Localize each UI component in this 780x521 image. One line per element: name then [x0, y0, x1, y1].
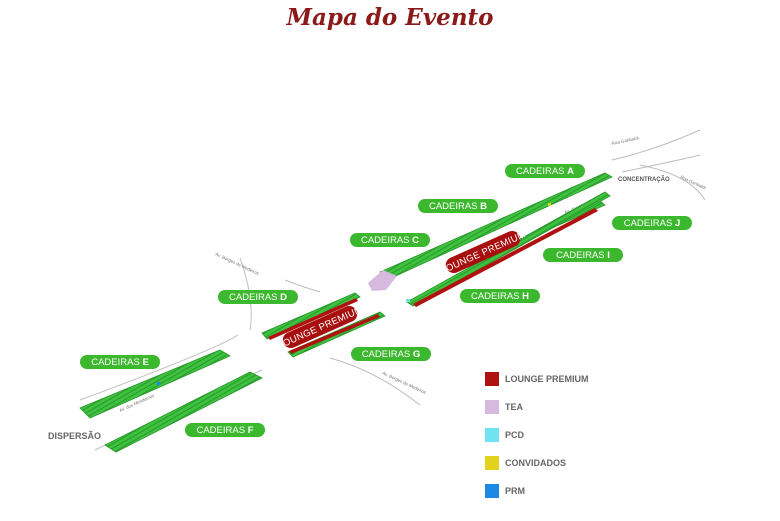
stand-d: [261, 292, 361, 340]
legend-item-convidados: CONVIDADOS: [485, 456, 566, 470]
pill-cadeiras-b: CADEIRAS B: [418, 199, 498, 213]
pill-cadeiras-e: CADEIRAS E: [80, 355, 160, 369]
legend-label: TEA: [505, 402, 523, 412]
svg-text:CADEIRAS D: CADEIRAS D: [229, 292, 287, 303]
pill-cadeiras-c: CADEIRAS C: [350, 233, 430, 247]
street-label-borges-1: Av. Borges de Medeiros: [215, 251, 261, 276]
page-title: Mapa do Evento: [286, 4, 494, 31]
legend-item-lounge-premium: LOUNGE PREMIUM: [485, 372, 589, 386]
stand-f: [104, 371, 263, 453]
lounge-strip-right: [413, 208, 598, 307]
pcd-marker-1: [406, 299, 410, 302]
legend-label: PRM: [505, 486, 525, 496]
legend-item-tea: TEA: [485, 400, 523, 414]
svg-text:CADEIRAS F: CADEIRAS F: [196, 425, 253, 436]
svg-text:CADEIRAS G: CADEIRAS G: [362, 349, 421, 360]
svg-text:CADEIRAS C: CADEIRAS C: [361, 235, 419, 246]
pill-cadeiras-f: CADEIRAS F: [185, 423, 265, 437]
svg-text:CADEIRAS A: CADEIRAS A: [516, 166, 574, 177]
legend-swatch-prm: [485, 484, 499, 498]
svg-text:CADEIRAS E: CADEIRAS E: [91, 357, 149, 368]
zone-dispersao: DISPERSÃO: [48, 431, 101, 441]
legend-item-pcd: PCD: [485, 428, 524, 442]
street-label-garibaldi-1: Rua Garibaldi: [611, 135, 639, 146]
svg-text:CADEIRAS H: CADEIRAS H: [471, 291, 529, 302]
street-label-garibaldi-2: Rua Garibaldi: [680, 174, 707, 190]
convidados-marker-1: [548, 203, 551, 206]
svg-text:CADEIRAS J: CADEIRAS J: [624, 218, 681, 229]
lounge-strips: [268, 208, 598, 354]
legend-swatch-pcd: [485, 428, 499, 442]
pill-cadeiras-d: CADEIRAS D: [218, 290, 298, 304]
legend-label: PCD: [505, 430, 525, 440]
legend-swatch-tea: [485, 400, 499, 414]
lounge-strip-g: [289, 314, 380, 354]
pill-cadeiras-j: CADEIRAS J: [612, 216, 692, 230]
svg-text:CADEIRAS I: CADEIRAS I: [556, 250, 610, 261]
pill-cadeiras-i: CADEIRAS I: [543, 248, 623, 262]
legend-label: LOUNGE PREMIUM: [505, 374, 589, 384]
legend-swatch-lounge-premium: [485, 372, 499, 386]
legend-item-prm: PRM: [485, 484, 525, 498]
pill-cadeiras-g: CADEIRAS G: [351, 347, 431, 361]
svg-text:CADEIRAS B: CADEIRAS B: [429, 201, 487, 212]
zone-concentracao: CONCENTRAÇÃO: [618, 176, 670, 183]
tea-area: [368, 270, 397, 291]
pill-cadeiras-a: CADEIRAS A: [505, 164, 585, 178]
lounge-strip-d: [268, 298, 358, 340]
pill-cadeiras-h: CADEIRAS H: [460, 289, 540, 303]
prm-marker-1: [157, 382, 160, 385]
legend-label: CONVIDADOS: [505, 458, 567, 468]
street-lines: [79, 129, 706, 451]
legend-swatch-convidados: [485, 456, 499, 470]
stand-e: [79, 349, 231, 419]
